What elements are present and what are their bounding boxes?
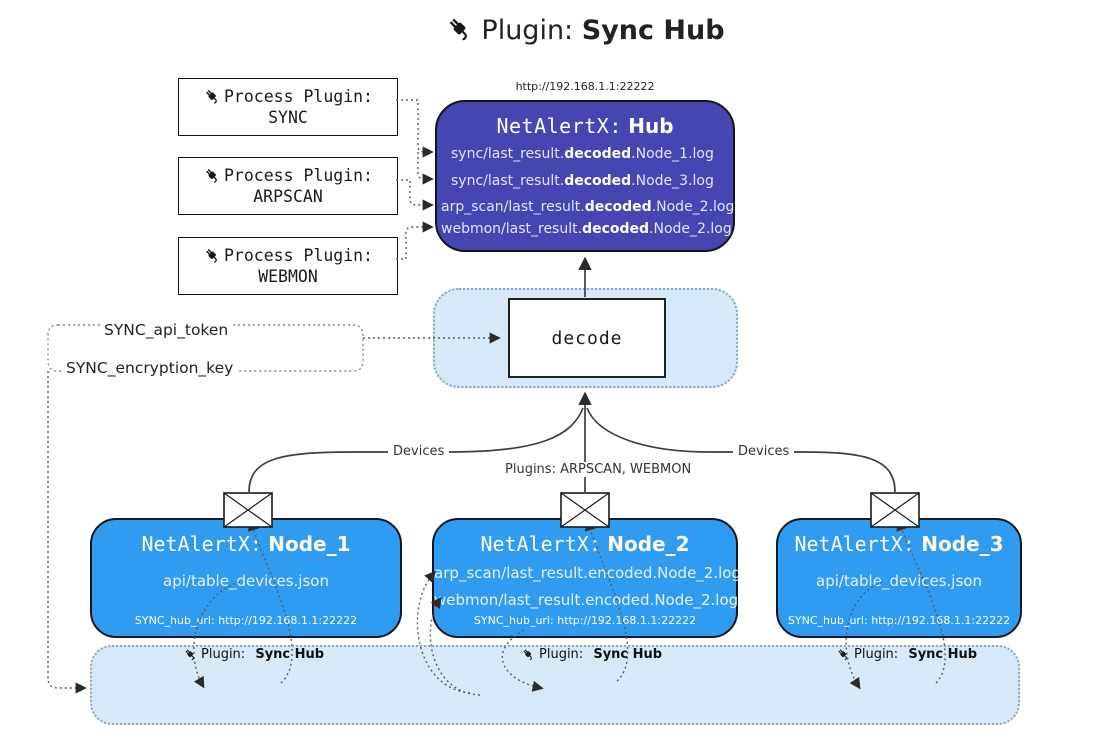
edge-label-devices-left: Devices <box>388 444 450 459</box>
page-title: Plugin: Sync Hub <box>0 14 1117 46</box>
node-file-row: api/table_devices.json <box>816 572 982 590</box>
hub-log-row: sync/last_result.decoded.Node_3.log <box>451 173 714 189</box>
node-file-row: webmon/last_result.encoded.Node_2.log <box>434 591 739 609</box>
plug-icon <box>838 649 847 661</box>
edge-label-plugins: Plugins: ARPSCAN, WEBMON <box>500 462 697 477</box>
band-plugin-label: Plugin: Sync Hub <box>521 646 662 663</box>
edge-sync-to-hub-row2 <box>417 152 434 185</box>
hub-log-row: sync/last_result.decoded.Node_1.log <box>451 146 714 162</box>
process-plugin-label: Process Plugin: <box>223 246 373 265</box>
node-title: NetAlertX: Node_1 <box>141 532 351 556</box>
node-file-row: arp_scan/last_result.encoded.Node_2.log <box>434 564 741 582</box>
plug-icon <box>205 89 217 104</box>
node-1-box: NetAlertX: Node_1 api/table_devices.json… <box>90 518 402 638</box>
hub-log-row: webmon/last_result.decoded.Node_2.log <box>441 221 732 237</box>
plug-icon <box>450 18 468 41</box>
edge-secrets-to-band <box>47 371 87 694</box>
process-plugin-box-sync: Process Plugin: SYNC <box>178 78 398 136</box>
node-3-box: NetAlertX: Node_3 api/table_devices.json… <box>776 518 1022 638</box>
hub-title: NetAlertX: Hub <box>496 114 674 138</box>
edge-label-devices-right: Devices <box>733 444 795 459</box>
process-plugin-box-webmon: Process Plugin: WEBMON <box>178 237 398 295</box>
plug-icon <box>185 649 194 661</box>
edge-arpscan-to-hub-row3 <box>396 179 434 211</box>
process-plugin-label: Process Plugin: <box>223 87 373 106</box>
node-file-row: api/table_devices.json <box>163 572 329 590</box>
title-name: Sync Hub <box>581 15 725 46</box>
band-plugin-label: Plugin: Sync Hub <box>183 646 324 663</box>
plug-icon <box>523 649 532 661</box>
node-hub-url: SYNC_hub_url: http://192.168.1.1:22222 <box>473 614 697 627</box>
hub-log-row: arp_scan/last_result.decoded.Node_2.log <box>441 199 735 215</box>
edge-webmon-to-hub-row4 <box>396 221 434 260</box>
process-plugin-name: ARPSCAN <box>253 187 323 206</box>
sync-encryption-key-label: SYNC_encryption_key <box>62 359 238 377</box>
process-plugin-label: Process Plugin: <box>223 166 373 185</box>
hub-url: http://192.168.1.1:22222 <box>515 80 655 93</box>
node-title: NetAlertX: Node_2 <box>480 532 690 556</box>
node-hub-url: SYNC_hub_url: http://192.168.1.1:22222 <box>787 614 1011 627</box>
process-plugin-name: WEBMON <box>258 267 318 286</box>
node-2-box: NetAlertX: Node_2 arp_scan/last_result.e… <box>432 518 741 638</box>
sync-api-token-label: SYNC_api_token <box>100 321 233 339</box>
title-prefix: Plugin: <box>481 15 574 46</box>
edge-sync-to-hub-row1 <box>396 99 434 158</box>
plug-icon <box>205 248 217 263</box>
node-hub-url: SYNC_hub_url: http://192.168.1.1:22222 <box>134 614 358 627</box>
process-plugin-name: SYNC <box>268 108 308 127</box>
band-plugin-label: Plugin: Sync Hub <box>836 646 977 663</box>
node-title: NetAlertX: Node_3 <box>794 532 1004 556</box>
hub-box: NetAlertX: Hub sync/last_result.decoded.… <box>435 100 735 252</box>
plug-icon <box>205 168 217 183</box>
decode-box: decode <box>508 298 666 378</box>
process-plugin-box-arpscan: Process Plugin: ARPSCAN <box>178 157 398 215</box>
